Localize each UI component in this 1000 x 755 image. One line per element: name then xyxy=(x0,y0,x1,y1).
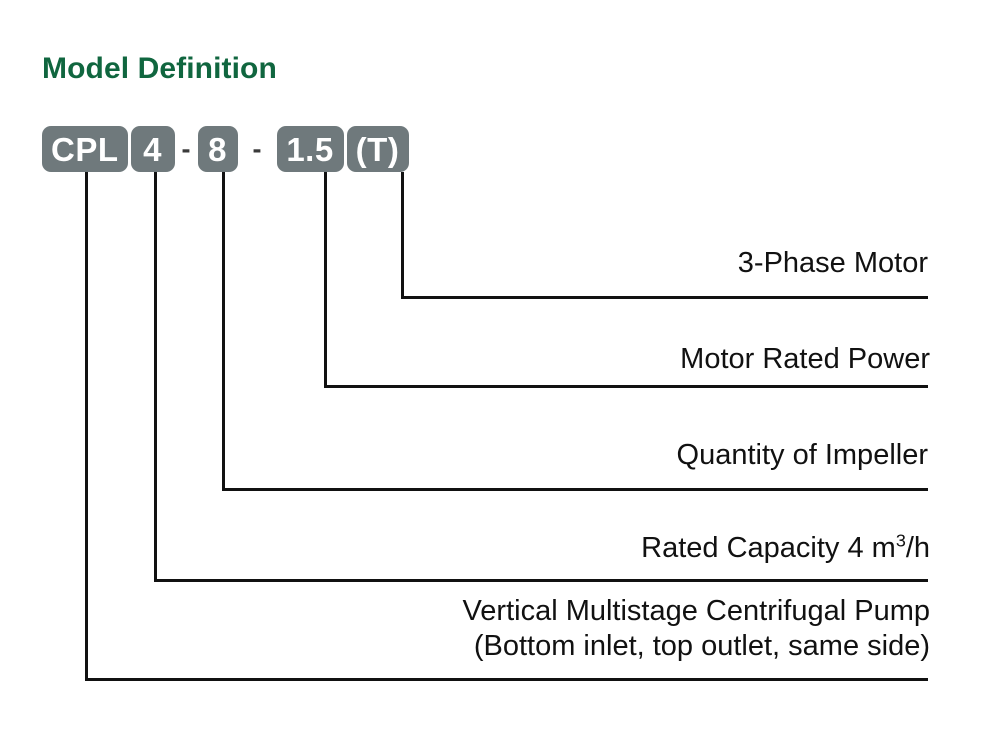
code-box-series[interactable]: CPL xyxy=(42,126,128,172)
callout-label-pump: Vertical Multistage Centrifugal Pump (Bo… xyxy=(463,594,930,665)
capacity-text-prefix: Rated Capacity 4 m xyxy=(641,532,896,564)
leader-line-phase xyxy=(401,172,928,299)
code-separator-1: - xyxy=(181,133,191,164)
code-box-stages[interactable]: 8 xyxy=(197,126,238,172)
callout-label-phase: 3-Phase Motor xyxy=(737,247,928,279)
leader-line-capacity xyxy=(154,172,928,582)
code-box-capacity[interactable]: 4 xyxy=(130,126,175,172)
callout-label-capacity: Rated Capacity 4 m3/h xyxy=(641,531,930,566)
leader-line-impeller xyxy=(222,172,928,491)
leader-line-power xyxy=(324,172,928,388)
model-code-row: CPL 4 - 8 - 1.5 (T) xyxy=(42,125,409,173)
callout-label-impeller: Quantity of Impeller xyxy=(676,439,928,471)
pump-label-line-2: (Bottom inlet, top outlet, same side) xyxy=(473,630,930,663)
capacity-text-suffix: /h xyxy=(905,532,930,564)
code-box-power[interactable]: 1.5 xyxy=(276,126,344,172)
page-title: Model Definition xyxy=(42,52,277,85)
code-separator-2: - xyxy=(252,133,262,164)
code-box-phase[interactable]: (T) xyxy=(346,126,409,172)
leader-line-pump xyxy=(85,172,928,681)
capacity-superscript: 3 xyxy=(895,530,906,551)
pump-label-line-1: Vertical Multistage Centrifugal Pump xyxy=(462,595,930,627)
callout-label-power: Motor Rated Power xyxy=(680,343,930,375)
